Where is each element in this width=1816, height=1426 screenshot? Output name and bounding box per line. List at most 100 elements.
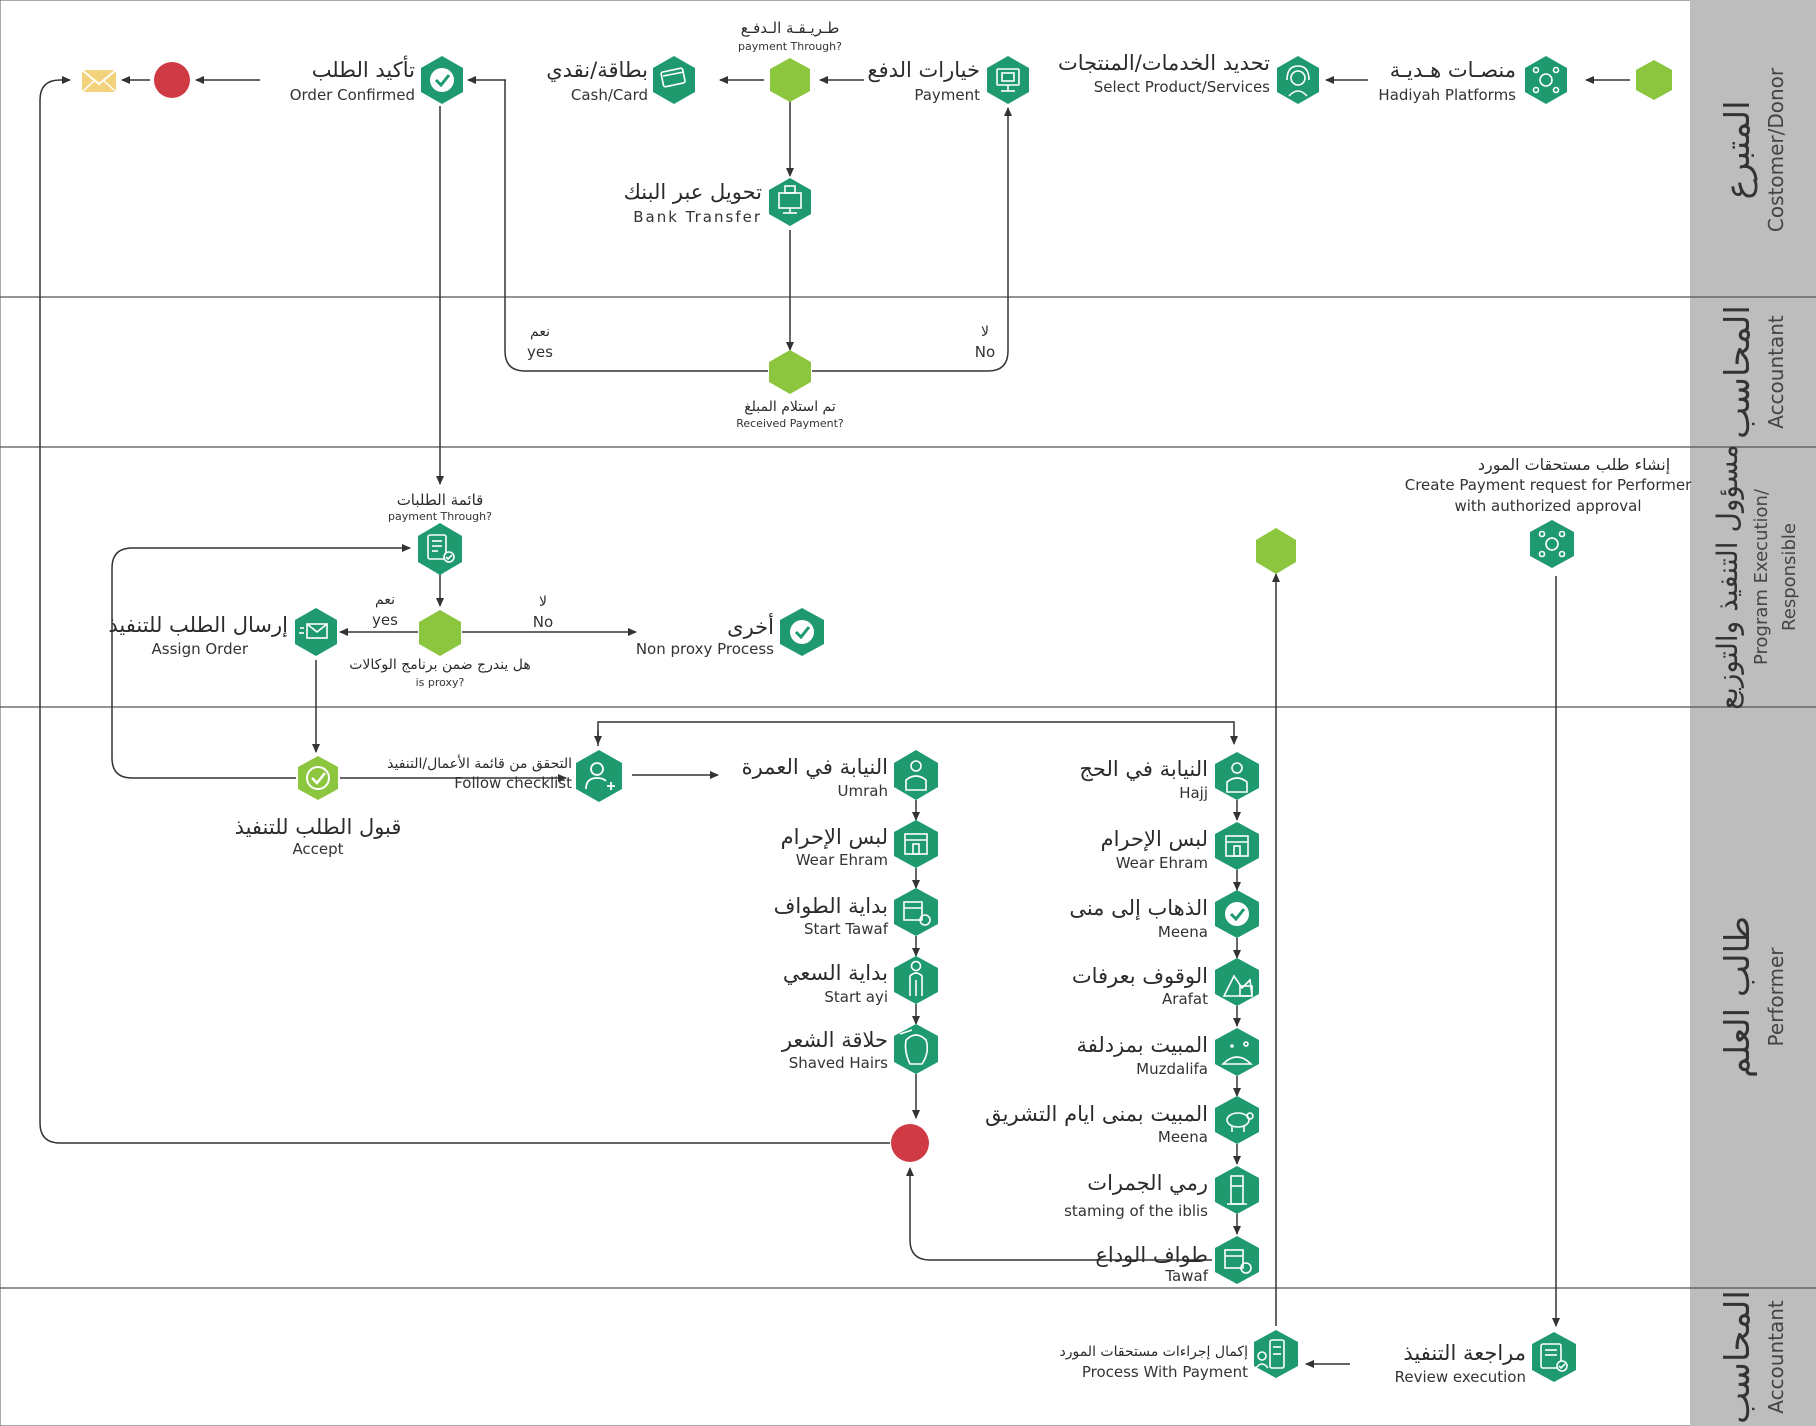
process-payment-label-en: Process With Payment	[1082, 1363, 1248, 1381]
lane-accountant2-en: Accountant	[1764, 1300, 1788, 1414]
lane-label-accountant-1: المحاسب Accountant	[1718, 305, 1788, 439]
lane-label-program: مسؤول التنفيذ والتوزيع Program Execution…	[1711, 444, 1800, 710]
node-umrah-ehram[interactable]: لبس الإحرام Wear Ehram	[781, 820, 938, 869]
node-bank-transfer[interactable]: تحويل عبر البنك Bank Transfer	[624, 178, 811, 226]
h-arafat-label-ar: الوقوف بعرفات	[1072, 964, 1208, 988]
kaaba-icon	[904, 833, 928, 855]
u-ehram-label-ar: لبس الإحرام	[781, 825, 888, 849]
node-create-payment-request[interactable]: إنشاء طلب مستحقات المورد Create Payment …	[1405, 455, 1692, 568]
create-payment-label-en2: with authorized approval	[1454, 497, 1641, 515]
u-tawaf-label-en: Start Tawaf	[804, 920, 889, 938]
lane-accountant2-ar: المحاسب	[1718, 1290, 1758, 1424]
h-muzdalifa-label-en: Muzdalifa	[1136, 1060, 1208, 1078]
node-assign-order[interactable]: إرسال الطلب للتنفيذ Assign Order	[108, 608, 337, 658]
node-hajj-meena[interactable]: الذهاب إلى منى Meena	[1069, 890, 1259, 941]
u-sai-label-en: Start ayi	[824, 988, 888, 1006]
bank-transfer-icon	[778, 185, 802, 214]
node-hajj-arafat[interactable]: الوقوف بعرفات Arafat	[1072, 958, 1259, 1008]
lane-header-column	[1690, 0, 1816, 1426]
h-jamarat-label-en: staming of the iblis	[1064, 1202, 1208, 1220]
walker-icon	[909, 960, 923, 996]
node-hajj-jamarat[interactable]: رمي الجمرات staming of the iblis	[1064, 1166, 1259, 1220]
shave-icon	[899, 1029, 929, 1065]
lane-program-en1: Program Execution/	[1751, 488, 1772, 665]
node-follow-checklist[interactable]: التحقق من قائمة الأعمال/التنفيذ Follow c…	[387, 750, 622, 802]
lane-label-accountant-2: المحاسب Accountant	[1718, 1290, 1788, 1424]
envelope-icon	[81, 69, 117, 93]
bank-label-ar: تحويل عبر البنك	[624, 180, 763, 204]
h-arafat-label-en: Arafat	[1162, 990, 1208, 1008]
node-order-list[interactable]: قائمة الطلبات payment Through?	[388, 491, 492, 575]
node-hajj-farewell-tawaf[interactable]: طواف الوداع Tawaf	[1095, 1236, 1259, 1285]
proxy-no-en: No	[533, 613, 553, 631]
send-mail-icon	[299, 623, 328, 639]
lane-performer-ar: طالب العلم	[1718, 916, 1758, 1078]
select-label-ar: تحديد الخدمات/المنتجات	[1058, 51, 1270, 75]
node-order-confirmed[interactable]: تأكيد الطلب Order Confirmed	[290, 55, 463, 104]
node-umrah-tawaf[interactable]: بداية الطواف Start Tawaf	[774, 888, 938, 938]
create-payment-label-ar: إنشاء طلب مستحقات المورد	[1478, 455, 1670, 475]
start-gateway[interactable]	[1636, 60, 1672, 100]
node-umrah-hair[interactable]: حلاقة الشعر Shaved Hairs	[781, 1024, 938, 1074]
proxy-label-ar: هل يندرج ضمن برنامج الوكالات	[349, 657, 531, 673]
node-select-product[interactable]: تحديد الخدمات/المنتجات Select Product/Se…	[1058, 51, 1319, 104]
h-ehram-label-en: Wear Ehram	[1116, 854, 1208, 872]
umrah-label-ar: النيابة في العمرة	[742, 755, 888, 779]
u-ehram-label-en: Wear Ehram	[796, 851, 888, 869]
orders-list-label-ar: قائمة الطلبات	[397, 491, 484, 509]
end-event-top	[154, 62, 190, 98]
h-tawaf-label-en: Tawaf	[1164, 1267, 1208, 1285]
lane-label-customer: المتبرع Costomer/Donor	[1718, 67, 1788, 232]
u-tawaf-label-ar: بداية الطواف	[774, 894, 888, 918]
node-payment[interactable]: خيارات الدفع Payment	[867, 56, 1029, 104]
assign-label-ar: إرسال الطلب للتنفيذ	[108, 613, 288, 638]
select-label-en: Select Product/Services	[1094, 78, 1270, 96]
node-hajj-muzdalifa[interactable]: المبيت بمزدلفة Muzdalifa	[1076, 1028, 1259, 1078]
u-sai-label-ar: بداية السعي	[783, 961, 888, 985]
gateway-is-proxy[interactable]: هل يندرج ضمن برنامج الوكالات is proxy? ن…	[349, 592, 553, 689]
lane-performer-en: Performer	[1764, 947, 1788, 1047]
h-tawaf-label-ar: طواف الوداع	[1095, 1243, 1208, 1267]
h-meena2-label-ar: المبيت بمنى ايام التشريق	[985, 1102, 1208, 1126]
received-no-en: No	[975, 343, 995, 361]
mountain-icon	[1222, 974, 1253, 997]
node-non-proxy[interactable]: أخرى Non proxy Process	[636, 608, 824, 658]
hajj-label-en: Hajj	[1179, 784, 1208, 802]
payment-process-icon	[1255, 1339, 1285, 1369]
hadiyah-label-en: Hadiyah Platforms	[1378, 86, 1516, 104]
gateway-payment-label-ar: طـريـقـة الـدفـع	[741, 19, 840, 37]
node-hadiyah[interactable]: منصـات هـديـة Hadiyah Platforms	[1378, 56, 1567, 104]
checklist-label-ar: التحقق من قائمة الأعمال/التنفيذ	[387, 754, 572, 772]
proxy-label-en: is proxy?	[416, 676, 465, 689]
h-meena2-label-en: Meena	[1158, 1128, 1208, 1146]
h-jamarat-label-ar: رمي الجمرات	[1087, 1171, 1208, 1195]
other-label-ar: أخرى	[727, 613, 774, 639]
h-meena-label-ar: الذهاب إلى منى	[1069, 896, 1208, 921]
node-hajj[interactable]: النيابة في الحج Hajj	[1079, 752, 1259, 802]
node-umrah[interactable]: النيابة في العمرة Umrah	[742, 750, 938, 800]
node-umrah-sai[interactable]: بداية السعي Start ayi	[783, 956, 938, 1006]
lane-customer-en: Costomer/Donor	[1764, 67, 1788, 232]
platforms-icon	[1532, 66, 1560, 94]
kaaba-icon	[1225, 835, 1249, 857]
cashcard-label-ar: بطاقة/نقدي	[546, 58, 648, 82]
card-icon	[660, 67, 686, 88]
node-hajj-ehram[interactable]: لبس الإحرام Wear Ehram	[1101, 822, 1259, 872]
hadiyah-label-ar: منصـات هـديـة	[1390, 58, 1516, 82]
node-cash-card[interactable]: بطاقة/نقدي Cash/Card	[546, 56, 695, 104]
order-list-icon	[427, 534, 455, 563]
confirm-label-ar: تأكيد الطلب	[312, 55, 415, 82]
checklist-label-en: Follow checklist	[454, 774, 572, 792]
network-icon	[1538, 530, 1566, 558]
node-hajj-meena-tashreeq[interactable]: المبيت بمنى ايام التشريق Meena	[985, 1096, 1259, 1146]
payment-label-ar: خيارات الدفع	[867, 58, 980, 82]
node-process-payment[interactable]: إكمال إجراءات مستحقات المورد Process Wit…	[1059, 1330, 1298, 1381]
gateway-received-payment[interactable]: تم استلام المبلغ Received Payment? نعم y…	[527, 324, 995, 430]
node-accept[interactable]: قبول الطلب للتنفيذ Accept	[235, 756, 402, 858]
gateway-program[interactable]	[1256, 528, 1296, 574]
proxy-yes-en: yes	[372, 611, 398, 629]
pillar-icon	[1227, 1175, 1247, 1205]
node-review-execution[interactable]: مراجعة التنفيذ Review execution	[1395, 1332, 1576, 1386]
gateway-payment-through[interactable]: طـريـقـة الـدفـع payment Through?	[738, 19, 842, 102]
